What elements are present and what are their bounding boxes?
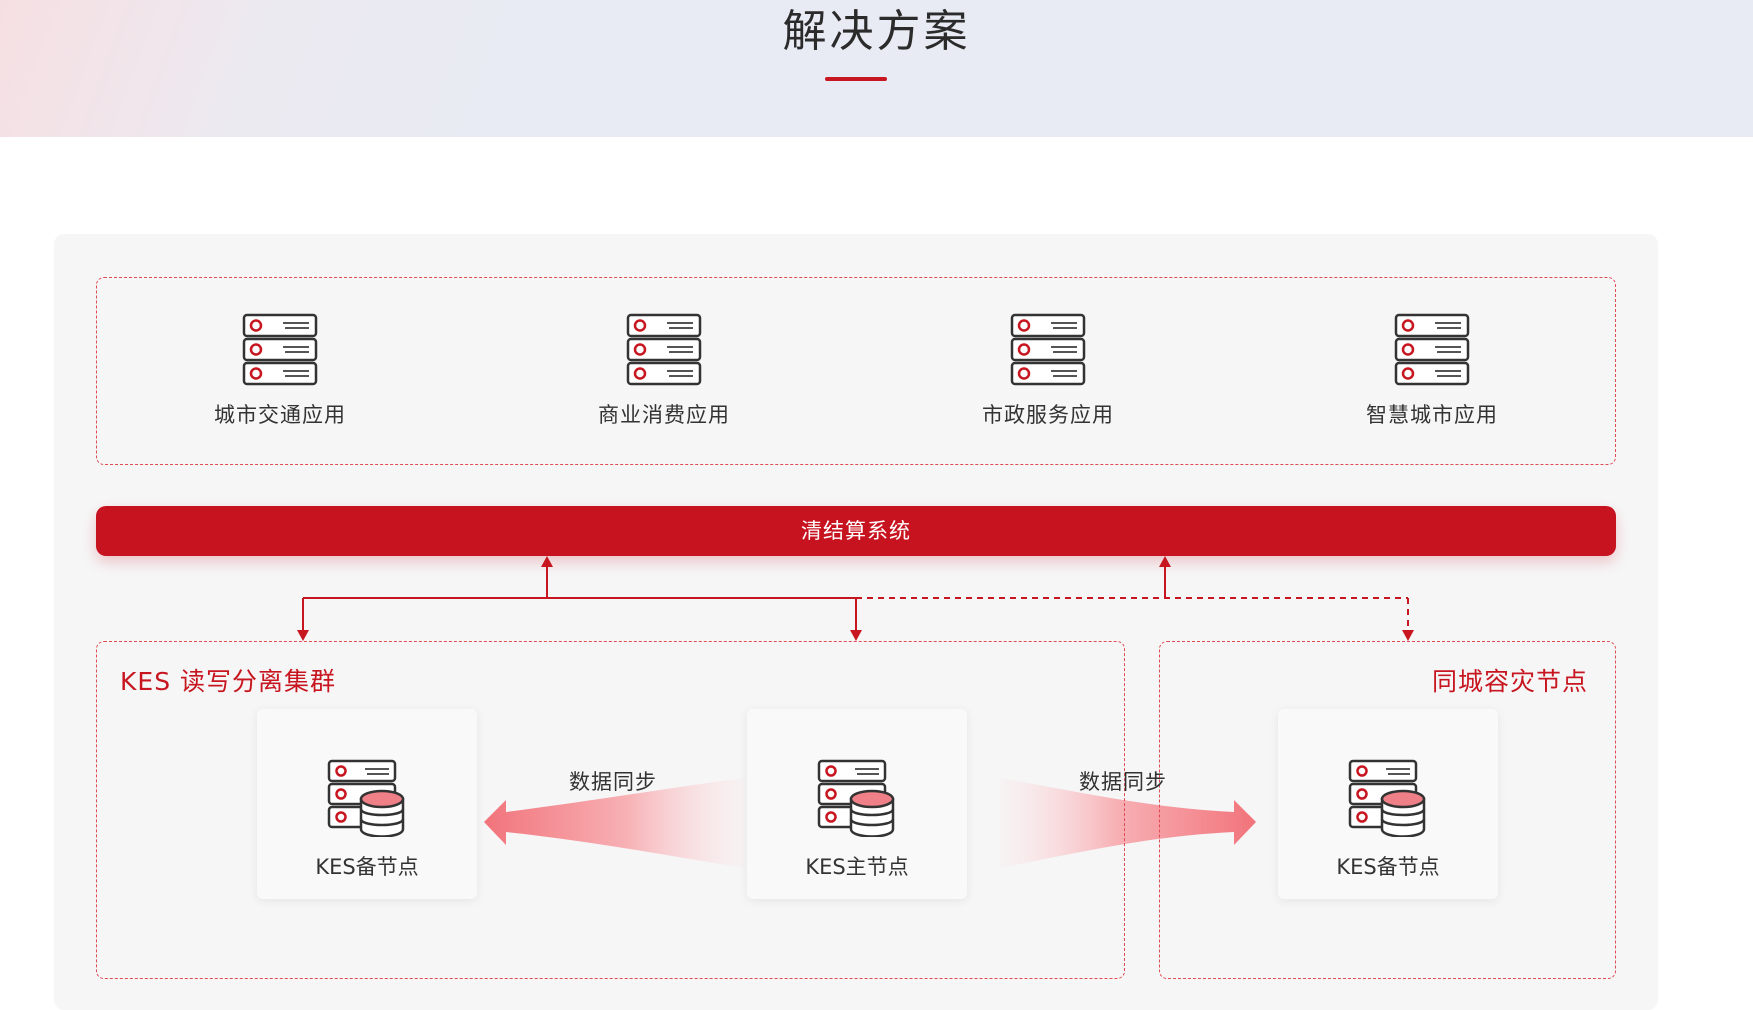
app-municipal: 市政服务应用 bbox=[918, 313, 1178, 429]
page-title: 解决方案 bbox=[782, 6, 971, 57]
kes-primary-node: KES主节点 bbox=[747, 709, 967, 899]
server-icon bbox=[1010, 313, 1086, 386]
settlement-system-bar: 清结算系统 bbox=[96, 506, 1616, 556]
app-commerce: 商业消费应用 bbox=[534, 313, 794, 429]
database-server-icon bbox=[327, 759, 405, 837]
app-label: 商业消费应用 bbox=[598, 403, 730, 427]
rw-cluster-box bbox=[96, 641, 1125, 979]
sync-label-left: 数据同步 bbox=[569, 770, 657, 794]
database-server-icon bbox=[817, 759, 895, 837]
disaster-recovery-box bbox=[1159, 641, 1616, 979]
sync-label-right: 数据同步 bbox=[1079, 770, 1167, 794]
node-label: KES主节点 bbox=[805, 855, 909, 879]
sync-arrow-right bbox=[1000, 778, 1256, 868]
disaster-recovery-title: 同城容灾节点 bbox=[1432, 667, 1589, 696]
applications-box bbox=[96, 277, 1616, 465]
app-label: 市政服务应用 bbox=[982, 403, 1114, 427]
server-icon bbox=[626, 313, 702, 386]
title-underline bbox=[825, 77, 887, 81]
node-label: KES备节点 bbox=[315, 855, 419, 879]
kes-dr-standby-node: KES备节点 bbox=[1278, 709, 1498, 899]
sync-arrow-left bbox=[484, 778, 745, 868]
database-server-icon bbox=[1348, 759, 1426, 837]
app-label: 智慧城市应用 bbox=[1366, 403, 1498, 427]
kes-standby-node: KES备节点 bbox=[257, 709, 477, 899]
server-icon bbox=[242, 313, 318, 386]
page-header: 解决方案 bbox=[0, 0, 1753, 137]
app-city-transport: 城市交通应用 bbox=[150, 313, 410, 429]
server-icon bbox=[1394, 313, 1470, 386]
app-label: 城市交通应用 bbox=[214, 403, 346, 427]
rw-cluster-title: KES 读写分离集群 bbox=[120, 667, 337, 696]
node-label: KES备节点 bbox=[1336, 855, 1440, 879]
app-smart-city: 智慧城市应用 bbox=[1302, 313, 1562, 429]
